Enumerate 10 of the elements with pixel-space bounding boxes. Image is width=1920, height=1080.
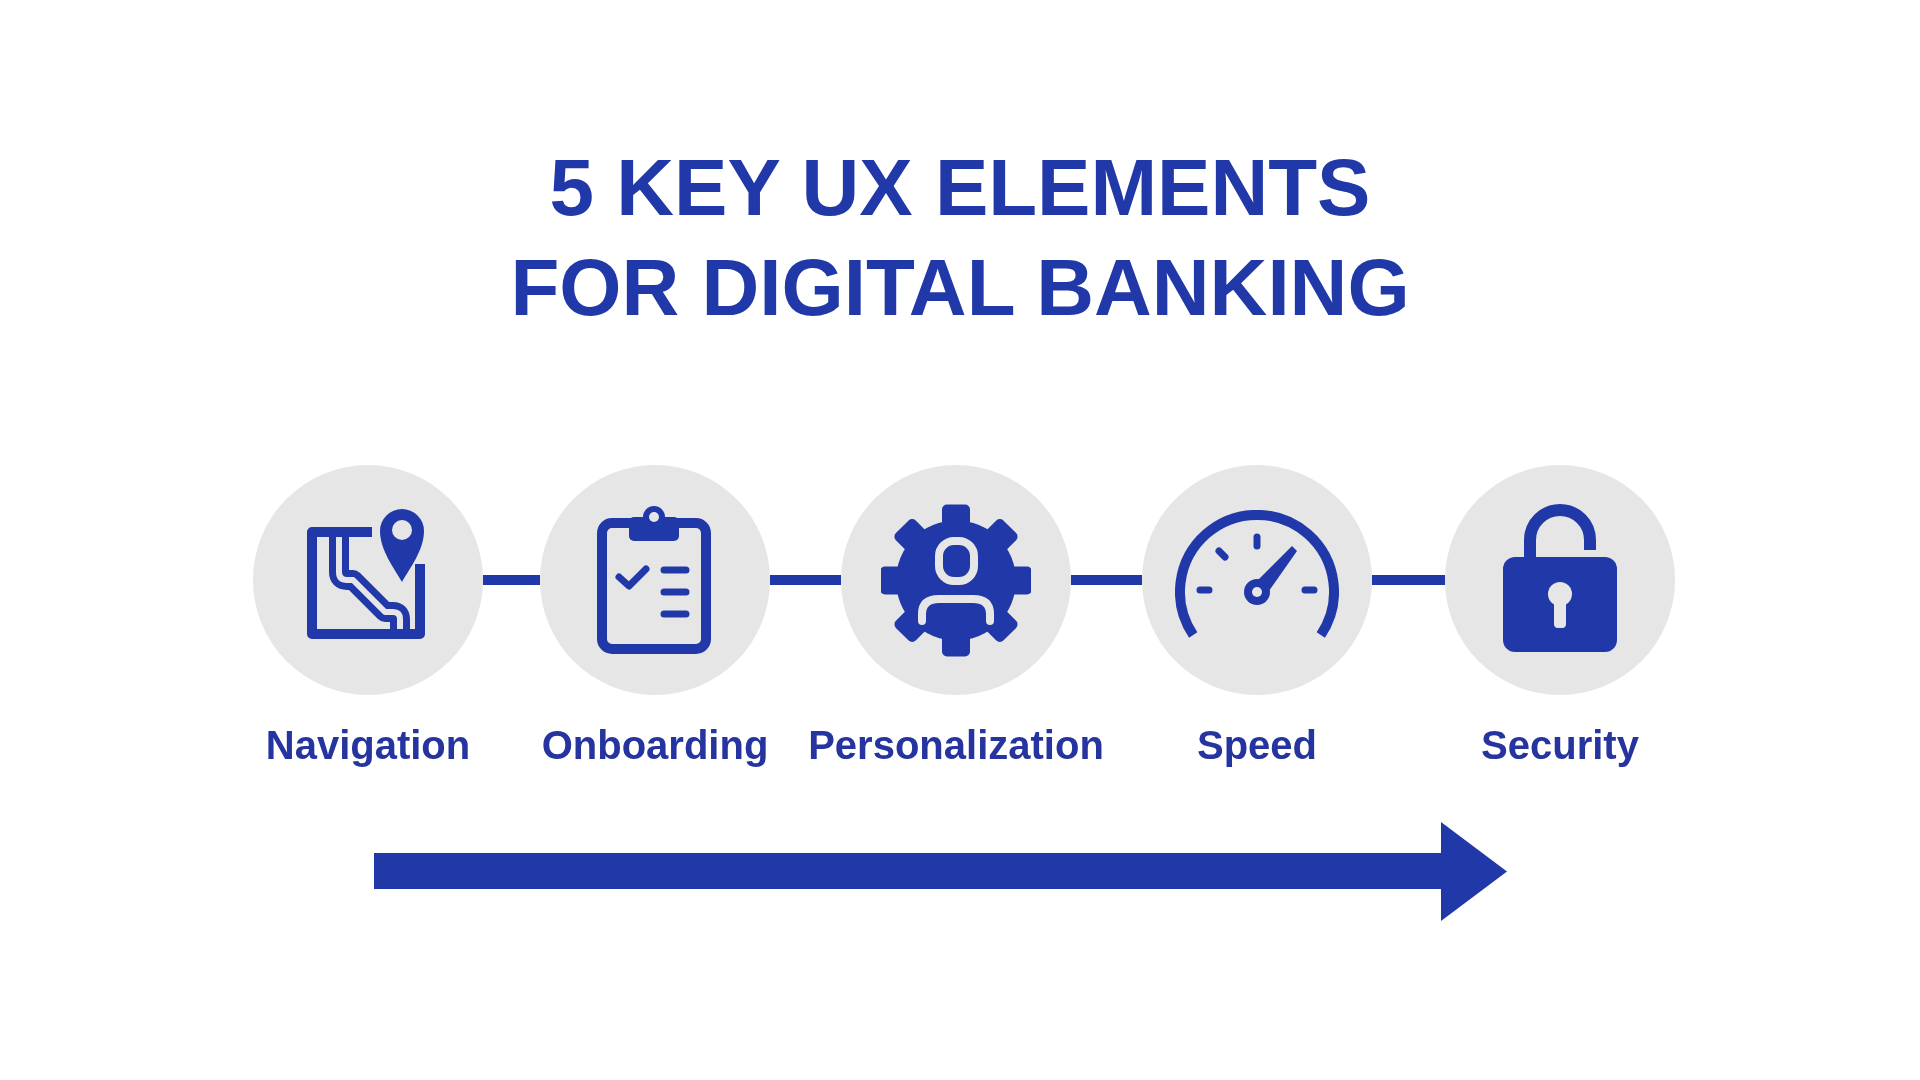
step-label: Navigation	[265, 722, 471, 769]
title: 5 KEY UX ELEMENTS FOR DIGITAL BANKING	[509, 142, 1411, 334]
step-label: Personalization	[808, 722, 1104, 769]
connector-line	[1071, 575, 1142, 585]
connector-line	[483, 575, 540, 585]
connector-line	[1372, 575, 1445, 585]
step-label: Onboarding	[541, 722, 769, 769]
step-label: Speed	[1197, 722, 1317, 769]
step-label: Security	[1481, 722, 1639, 769]
connector-line	[770, 575, 841, 585]
